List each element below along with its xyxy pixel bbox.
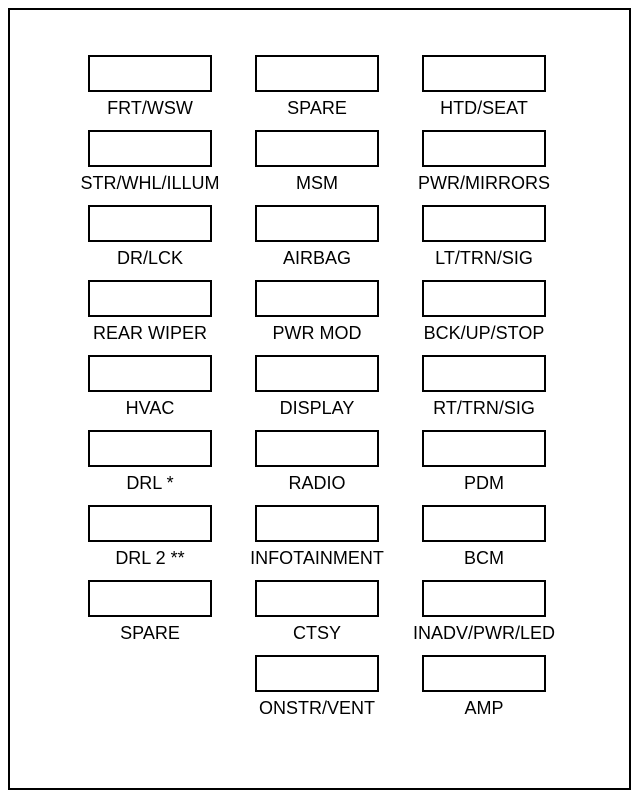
fuse-box: [255, 580, 379, 617]
fuse-box: [88, 580, 212, 617]
fuse-slot: DRL 2 **: [56, 505, 256, 580]
fuse-box: [255, 205, 379, 242]
fuse-slot: RADIO: [223, 430, 423, 505]
fuse-label: RADIO: [288, 473, 346, 493]
fuse-box: [88, 505, 212, 542]
fuse-box: [88, 55, 212, 92]
fuse-column-right: HTD/SEAT PWR/MIRRORS LT/TRN/SIG BCK/UP/S…: [390, 55, 590, 730]
fuse-box: [422, 205, 546, 242]
fuse-slot: DISPLAY: [223, 355, 423, 430]
fuse-box: [88, 130, 212, 167]
fuse-label: ONSTR/VENT: [258, 698, 375, 718]
fuse-label: DR/LCK: [116, 248, 183, 268]
fuse-box: [422, 505, 546, 542]
fuse-box: [255, 505, 379, 542]
fuse-slot: REAR WIPER: [56, 280, 256, 355]
fuse-label: FRT/WSW: [107, 98, 193, 118]
fuse-slot: MSM: [223, 130, 423, 205]
fuse-label: LT/TRN/SIG: [435, 248, 533, 268]
fuse-label: DRL 2 **: [115, 548, 185, 568]
fuse-box: [255, 55, 379, 92]
fuse-slot: INFOTAINMENT: [223, 505, 423, 580]
fuse-label: REAR WIPER: [92, 323, 207, 343]
fuse-label: SPARE: [120, 623, 180, 643]
fuse-box: [422, 130, 546, 167]
fuse-slot: PDM: [390, 430, 590, 505]
fuse-box: [255, 430, 379, 467]
fuse-box: [88, 205, 212, 242]
fuse-label: INFOTAINMENT: [250, 548, 384, 568]
fuse-slot: BCK/UP/STOP: [390, 280, 590, 355]
fuse-slot: FRT/WSW: [56, 55, 256, 130]
fuse-slot: LT/TRN/SIG: [390, 205, 590, 280]
fuse-slot: AIRBAG: [223, 205, 423, 280]
fuse-box: [422, 430, 546, 467]
fuse-label: SPARE: [287, 98, 347, 118]
fuse-slot: SPARE: [56, 580, 256, 655]
fuse-slot: CTSY: [223, 580, 423, 655]
fuse-slot: SPARE: [223, 55, 423, 130]
fuse-column-middle: SPARE MSM AIRBAG PWR MOD DISPLAY RADIO I…: [223, 55, 423, 730]
fuse-slot: ONSTR/VENT: [223, 655, 423, 730]
fuse-slot: AMP: [390, 655, 590, 730]
fuse-slot: DRL *: [56, 430, 256, 505]
fuse-box: [88, 355, 212, 392]
fuse-box: [422, 55, 546, 92]
fuse-slot: HTD/SEAT: [390, 55, 590, 130]
fuse-slot: DR/LCK: [56, 205, 256, 280]
fuse-label: AIRBAG: [282, 248, 352, 268]
fuse-slot: INADV/PWR/LED: [390, 580, 590, 655]
fuse-box: [422, 355, 546, 392]
fuse-label: PDM: [464, 473, 504, 493]
fuse-box: [422, 280, 546, 317]
fuse-box: [422, 655, 546, 692]
fuse-box: [88, 430, 212, 467]
fuse-box: [422, 580, 546, 617]
fuse-slot: PWR/MIRRORS: [390, 130, 590, 205]
fuse-label: DRL *: [126, 473, 174, 493]
fuse-label: AMP: [464, 698, 504, 718]
fuse-label: CTSY: [292, 623, 341, 643]
fuse-label: RT/TRN/SIG: [433, 398, 535, 418]
fuse-box: [255, 130, 379, 167]
fuse-label: PWR MOD: [272, 323, 362, 343]
fuse-label: STR/WHL/ILLUM: [80, 173, 220, 193]
fuse-box: [88, 280, 212, 317]
fuse-slot: HVAC: [56, 355, 256, 430]
fuse-slot: PWR MOD: [223, 280, 423, 355]
fuse-slot: BCM: [390, 505, 590, 580]
fuse-slot: RT/TRN/SIG: [390, 355, 590, 430]
fuse-column-left: FRT/WSW STR/WHL/ILLUM DR/LCK REAR WIPER …: [56, 55, 256, 655]
fuse-slot: STR/WHL/ILLUM: [56, 130, 256, 205]
fuse-label: MSM: [296, 173, 338, 193]
fuse-label: DISPLAY: [279, 398, 355, 418]
fuse-box: [255, 655, 379, 692]
fuse-label: HTD/SEAT: [440, 98, 528, 118]
fuse-label: PWR/MIRRORS: [418, 173, 550, 193]
fuse-box: [255, 355, 379, 392]
fuse-box: [255, 280, 379, 317]
fuse-panel-diagram: FRT/WSW STR/WHL/ILLUM DR/LCK REAR WIPER …: [8, 8, 631, 790]
fuse-label: BCM: [464, 548, 504, 568]
fuse-label: BCK/UP/STOP: [423, 323, 545, 343]
fuse-label: HVAC: [125, 398, 175, 418]
fuse-label: INADV/PWR/LED: [412, 623, 556, 643]
